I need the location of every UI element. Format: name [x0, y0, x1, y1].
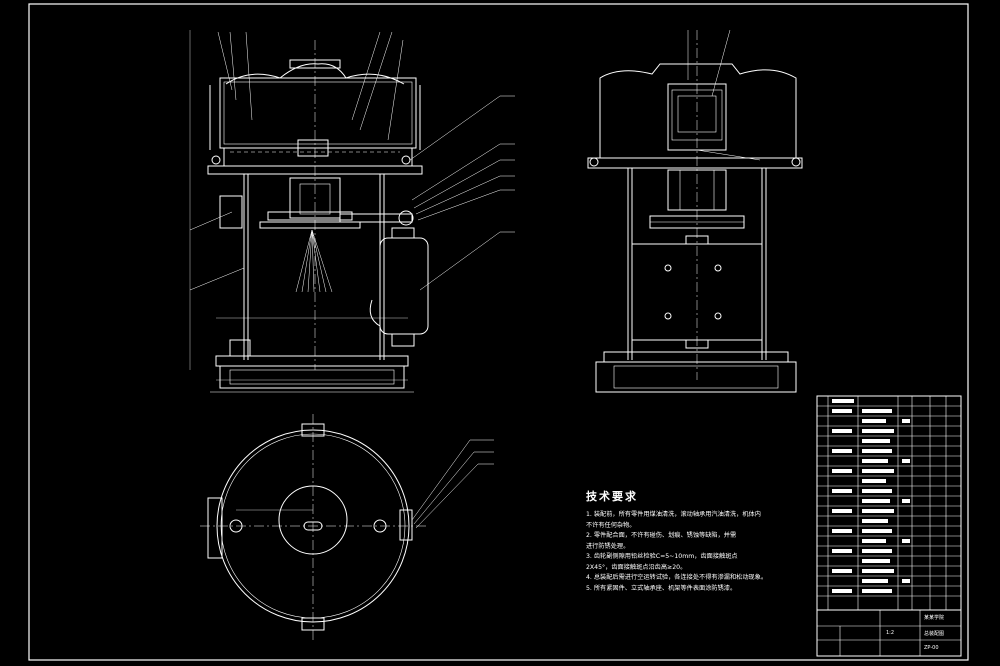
title-block-drawing-no: ZP-00: [924, 645, 939, 651]
note-line: 2. 零件配合面，不许有碰伤、划痕、锈蚀等缺陷，并需: [586, 532, 737, 539]
note-line: 2X45°，齿面接触斑点沿齿高≥20。: [586, 563, 687, 571]
title-block-drawing-name: 总装配图: [924, 631, 945, 637]
front-view: [189, 30, 515, 393]
parts-list: [816, 395, 962, 657]
title-block-school: 某某学院: [924, 615, 945, 621]
title-block-scale: 1:2: [886, 630, 895, 636]
notes-title: 技术要求: [586, 490, 638, 503]
side-view: [587, 29, 803, 393]
technical-requirements: 技术要求 1. 装配前，所有零件用煤油清洗，滚动轴承用汽油清洗，机体内 不许有任…: [586, 488, 816, 594]
top-view: [200, 414, 494, 640]
note-line: 不许有任何杂物。: [586, 521, 636, 529]
note-line: 1. 装配前，所有零件用煤油清洗，滚动轴承用汽油清洗，机体内: [586, 511, 761, 518]
note-line: 5. 所有紧固件、立式轴承座、机架等件表面涂防锈漆。: [586, 584, 737, 592]
note-line: 4. 总装配后需进行空运转试验，各连接处不得有渗漏和松动现象。: [586, 574, 768, 581]
note-line: 3. 齿轮副侧隙用铅丝检验C=5~10mm，齿面接触斑点: [586, 553, 738, 560]
note-line: 进行防锈处理。: [586, 542, 630, 550]
drawing-frame: [28, 3, 969, 661]
parts-list-entries: [832, 399, 910, 593]
